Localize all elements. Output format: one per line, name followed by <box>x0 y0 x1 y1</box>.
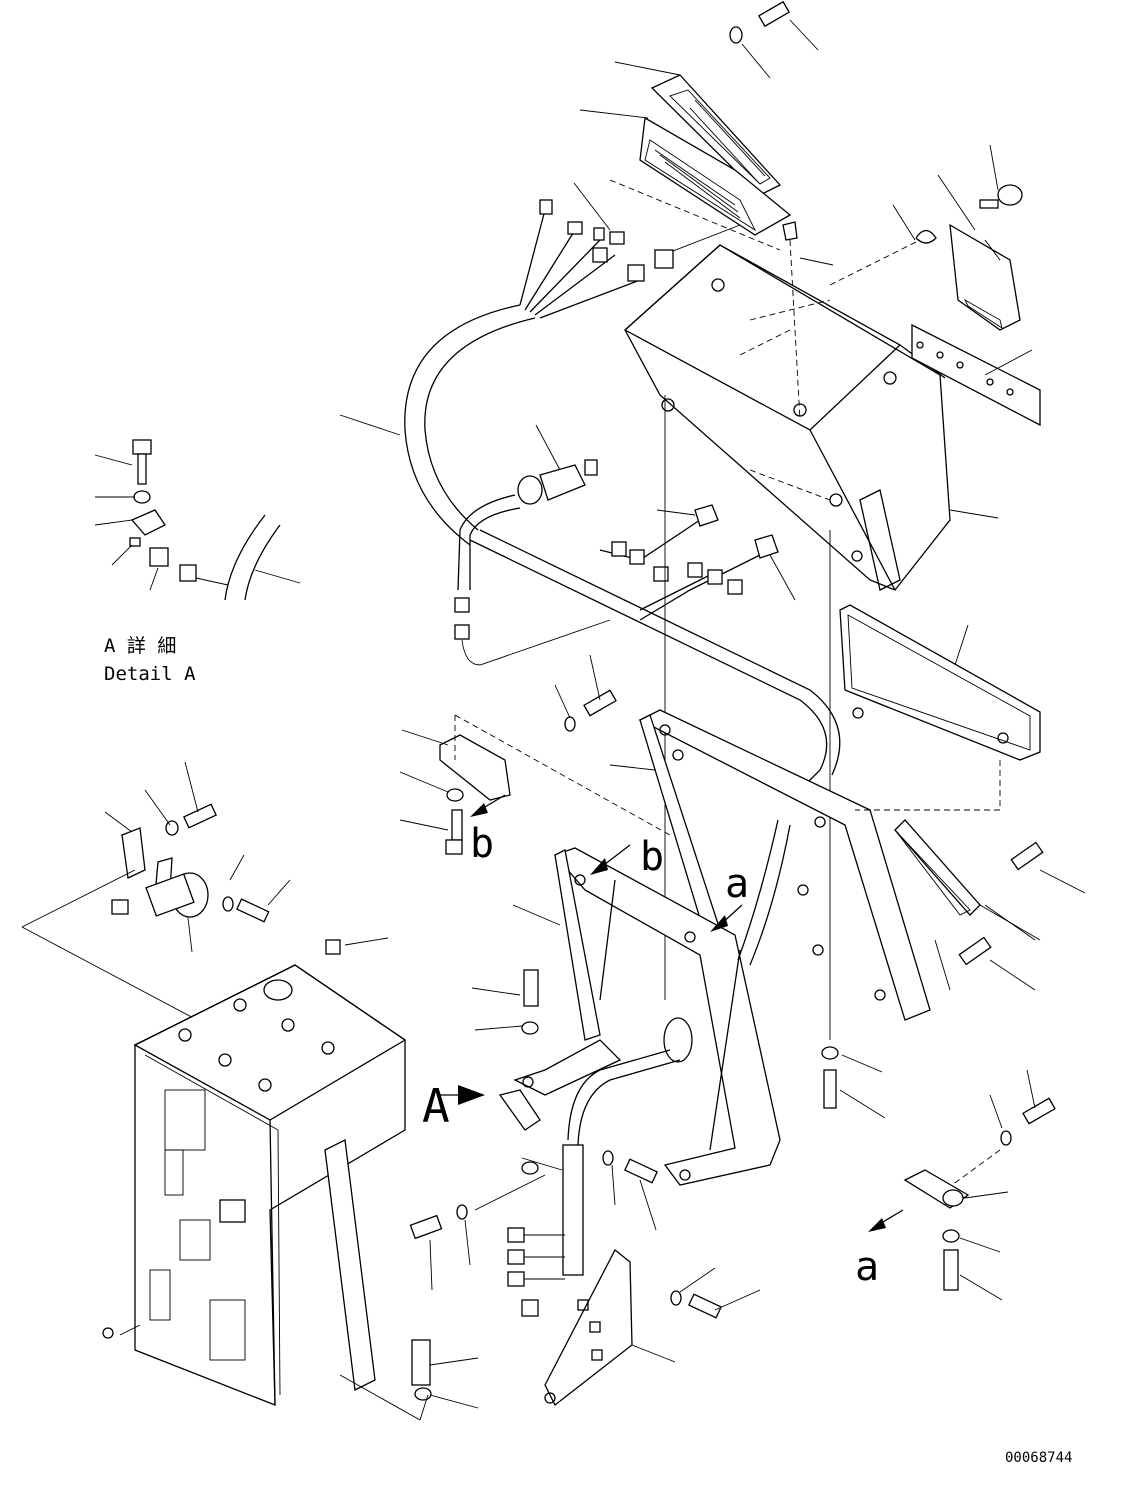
view-letter-b-left: b <box>470 821 494 867</box>
mount-bracket-lower <box>513 847 781 1186</box>
detail-a-inset <box>94 439 301 601</box>
lower-harness <box>562 819 791 1276</box>
gasket-panel <box>839 604 1041 761</box>
drawing-number: 00068744 <box>1005 1450 1072 1466</box>
cover-plate-right <box>937 144 1023 331</box>
fasteners-and-leaders <box>339 61 1086 1421</box>
wire-harness <box>404 182 741 546</box>
side-panel <box>894 819 1041 941</box>
plug-top <box>782 221 834 421</box>
terminal-bar-plate <box>911 323 1041 427</box>
view-letter-a-upper: a <box>725 861 749 907</box>
main-housing-box <box>623 244 951 591</box>
key-switch <box>454 424 611 666</box>
detail-label-en: Detail A <box>104 663 196 685</box>
bolt-top <box>729 0 819 79</box>
view-letter-b-right: b <box>640 834 664 880</box>
view-letter-A: A <box>422 1079 450 1133</box>
view-letter-a-lower: a <box>855 1244 879 1290</box>
mount-bracket-upper <box>609 709 931 1021</box>
sub-harness <box>599 504 796 621</box>
vent-cover-assembly <box>609 74 792 251</box>
detail-label-jp: A 詳 細 <box>104 635 176 657</box>
clip-fastener <box>829 204 937 286</box>
terminal-plate-lower <box>544 1248 676 1407</box>
connector-row <box>507 1227 565 1317</box>
cabinet-body <box>102 937 407 1406</box>
